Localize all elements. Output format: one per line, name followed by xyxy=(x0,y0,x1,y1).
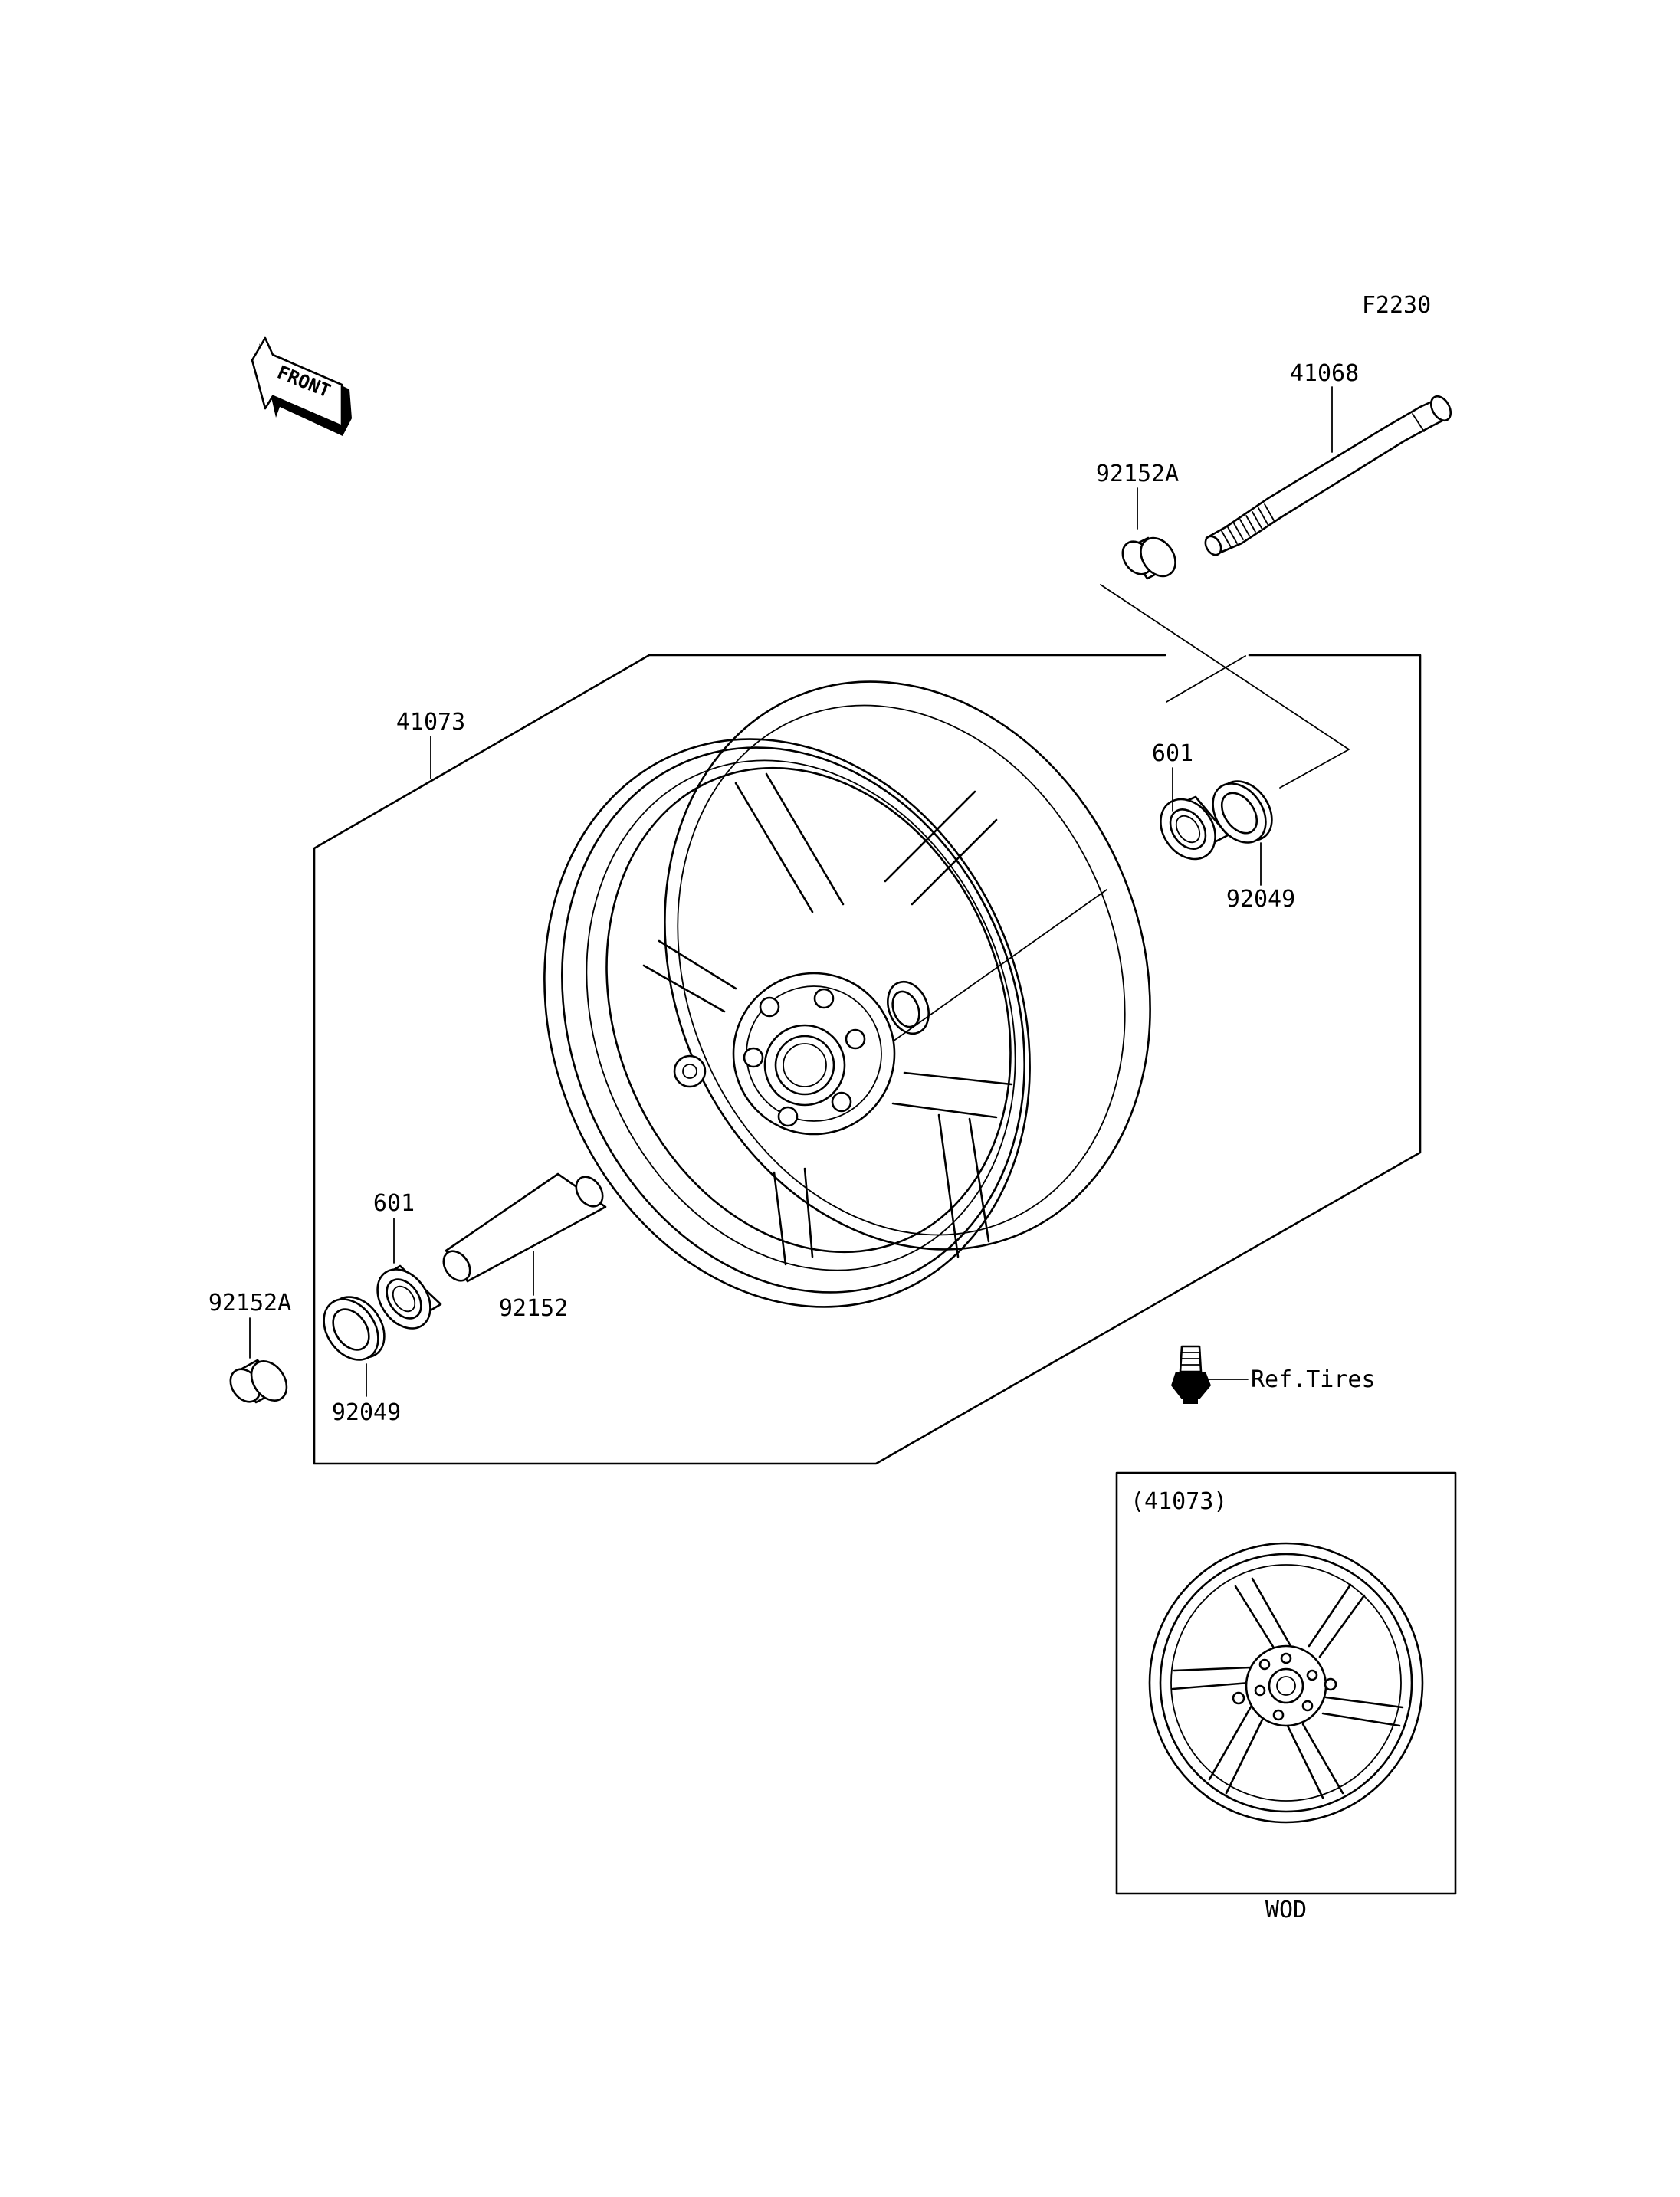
tire-valve-icon xyxy=(1171,1345,1211,1404)
valve-label: Ref.Tires xyxy=(1251,1366,1376,1393)
seal-left-icon xyxy=(323,1296,386,1361)
inset-frame xyxy=(1115,1471,1457,1895)
collar-left-label: 92152A xyxy=(208,1290,291,1317)
seal-right-label: 92049 xyxy=(1226,886,1295,913)
collar-left-icon xyxy=(229,1359,288,1404)
inset-caption: WOD xyxy=(1265,1897,1307,1923)
figure-code: F2230 xyxy=(1362,292,1431,319)
wheel-icon xyxy=(543,680,1151,1308)
sleeve-label: 92152 xyxy=(499,1295,568,1322)
bearing-left-icon xyxy=(376,1264,442,1330)
axle-label: 41068 xyxy=(1290,360,1359,387)
seal-right-icon xyxy=(1212,780,1273,844)
bearing-left-label: 601 xyxy=(373,1190,415,1217)
seal-left-label: 92049 xyxy=(332,1399,401,1426)
sleeve-icon xyxy=(442,1172,607,1283)
inset-title: (41073) xyxy=(1130,1488,1227,1515)
bearing-right-label: 601 xyxy=(1152,740,1193,767)
front-direction-arrow-icon: FRONT xyxy=(251,336,352,436)
collar-right-label: 92152A xyxy=(1096,461,1179,487)
inset-wheel-icon xyxy=(1148,1542,1424,1824)
wheel-label: 41073 xyxy=(396,709,465,736)
collar-right-icon xyxy=(1121,536,1176,580)
axle-icon xyxy=(1204,395,1452,556)
